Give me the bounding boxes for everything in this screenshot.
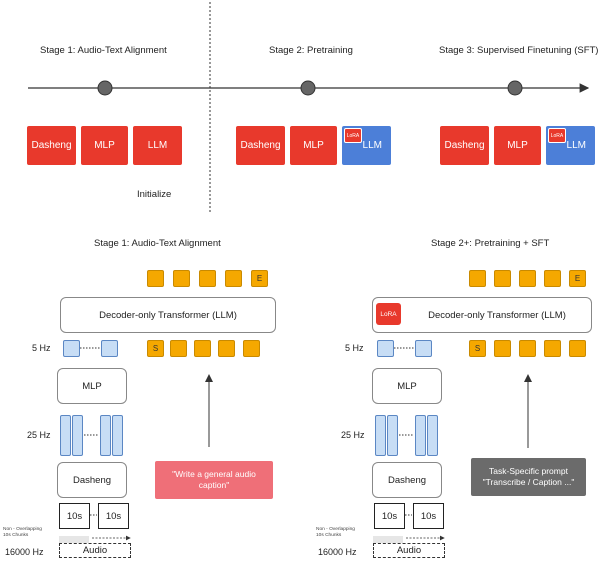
stage2-audio-token: [415, 340, 432, 357]
stage2-start-token: S: [469, 340, 486, 357]
stage2-output-token: [469, 270, 486, 287]
stage1-llm-block: LLM: [133, 126, 182, 165]
stage2-audio-box: Audio: [373, 543, 445, 558]
stage2-audio-chunk: 10s: [413, 503, 444, 529]
stage3-dasheng-block: Dasheng: [440, 126, 489, 165]
timeline-stage1-label: Stage 1: Audio-Text Alignment: [40, 45, 167, 56]
initialize-label: Initialize: [137, 189, 172, 200]
stage1-audio-label: Audio: [82, 545, 108, 556]
stage2-decoder-label: Decoder-only Transformer (LLM): [428, 309, 566, 321]
stage3-lora-badge: LoRA: [548, 128, 566, 143]
stage1-token-rate-label: 5 Hz: [32, 343, 51, 353]
timeline-stage2-label: Stage 2: Pretraining: [269, 45, 353, 56]
stage2-input-token: [519, 340, 536, 357]
stage1-input-token: [194, 340, 211, 357]
stage2-llm-block: LoRA LLM: [342, 126, 391, 165]
stage2-chunk-note: Non - Overlapping 10s Chunks: [316, 527, 355, 538]
stage1-dasheng-block-bottom: Dasheng: [57, 462, 127, 498]
stage1-audio-token: [63, 340, 80, 357]
stage1-end-token: E: [251, 270, 268, 287]
stage2-output-token: [544, 270, 561, 287]
stage2-sample-rate-label: 16000 Hz: [318, 547, 357, 557]
stage1-audio-chunk: 10s: [59, 503, 90, 529]
stage1-feature-bar: [72, 415, 83, 456]
stage1-feature-bar: [60, 415, 71, 456]
stage1-output-token: [199, 270, 216, 287]
stage1-mlp-block-bottom: MLP: [57, 368, 127, 404]
stage2-input-token: [494, 340, 511, 357]
stage1-chunk-note: Non - Overlapping 10s Chunks: [3, 527, 42, 538]
stage2-dasheng-block-bottom: Dasheng: [372, 462, 442, 498]
stage2-feature-bar: [387, 415, 398, 456]
stage2-audio-chunk: 10s: [374, 503, 405, 529]
stage2-decoder-block: Decoder-only Transformer (LLM): [372, 297, 592, 333]
stage1-output-token: [147, 270, 164, 287]
stage1-mlp-block: MLP: [81, 126, 128, 165]
timeline-stage3-label: Stage 3: Supervised Finetuning (SFT): [439, 45, 599, 56]
stage1-panel-title: Stage 1: Audio-Text Alignment: [94, 238, 221, 249]
stage1-audio-token: [101, 340, 118, 357]
stage3-llm-label: LLM: [566, 140, 586, 151]
stage2-feature-bar: [375, 415, 386, 456]
stage2-lora-badge: LoRA: [344, 128, 362, 143]
stage3-llm-block: LoRA LLM: [546, 126, 595, 165]
stage2-prompt-line1: Task-Specific prompt: [489, 466, 568, 476]
stage1-input-token: [218, 340, 235, 357]
stage1-feature-bar: [112, 415, 123, 456]
stage1-audio-waveform: [59, 536, 89, 543]
stage2-mlp-block-bottom: MLP: [372, 368, 442, 404]
stage2-feature-rate-label: 25 Hz: [341, 430, 365, 440]
stage2-end-token: E: [569, 270, 586, 287]
stage2-output-token: [494, 270, 511, 287]
stage1-output-token: [225, 270, 242, 287]
stage1-sample-rate-label: 16000 Hz: [5, 547, 44, 557]
stage1-decoder-block: Decoder-only Transformer (LLM): [60, 297, 276, 333]
stage1-dasheng-block: Dasheng: [27, 126, 76, 165]
stage1-input-token: [170, 340, 187, 357]
stage2-decoder-lora-badge: LoRA: [376, 303, 401, 325]
stage2-feature-bar: [427, 415, 438, 456]
stage2-mlp-block: MLP: [290, 126, 337, 165]
stage2-panel-title: Stage 2+: Pretraining + SFT: [431, 238, 550, 249]
stage1-feature-bar: [100, 415, 111, 456]
stage1-feature-rate-label: 25 Hz: [27, 430, 51, 440]
stage1-input-token: [243, 340, 260, 357]
stage2-input-token: [569, 340, 586, 357]
stage2-llm-label: LLM: [362, 140, 382, 151]
stage3-mlp-block: MLP: [494, 126, 541, 165]
timeline-stage3-marker: [507, 80, 523, 96]
stage2-audio-label: Audio: [396, 545, 422, 556]
stage1-audio-box: Audio: [59, 543, 131, 558]
stage2-dasheng-block: Dasheng: [236, 126, 285, 165]
stage1-start-token: S: [147, 340, 164, 357]
stage2-prompt-line2: "Transcribe / Caption ...": [482, 477, 575, 487]
stage1-audio-chunk: 10s: [98, 503, 129, 529]
stage1-output-token: [173, 270, 190, 287]
timeline-stage2-marker: [300, 80, 316, 96]
stage2-prompt-box: Task-Specific prompt "Transcribe / Capti…: [471, 458, 586, 496]
timeline-stage1-marker: [97, 80, 113, 96]
stage2-feature-bar: [415, 415, 426, 456]
stage1-prompt-box: "Write a general audio caption": [155, 461, 273, 499]
stage2-token-rate-label: 5 Hz: [345, 343, 364, 353]
stage2-audio-waveform: [373, 536, 403, 543]
stage2-input-token: [544, 340, 561, 357]
stage2-output-token: [519, 270, 536, 287]
stage2-audio-token: [377, 340, 394, 357]
